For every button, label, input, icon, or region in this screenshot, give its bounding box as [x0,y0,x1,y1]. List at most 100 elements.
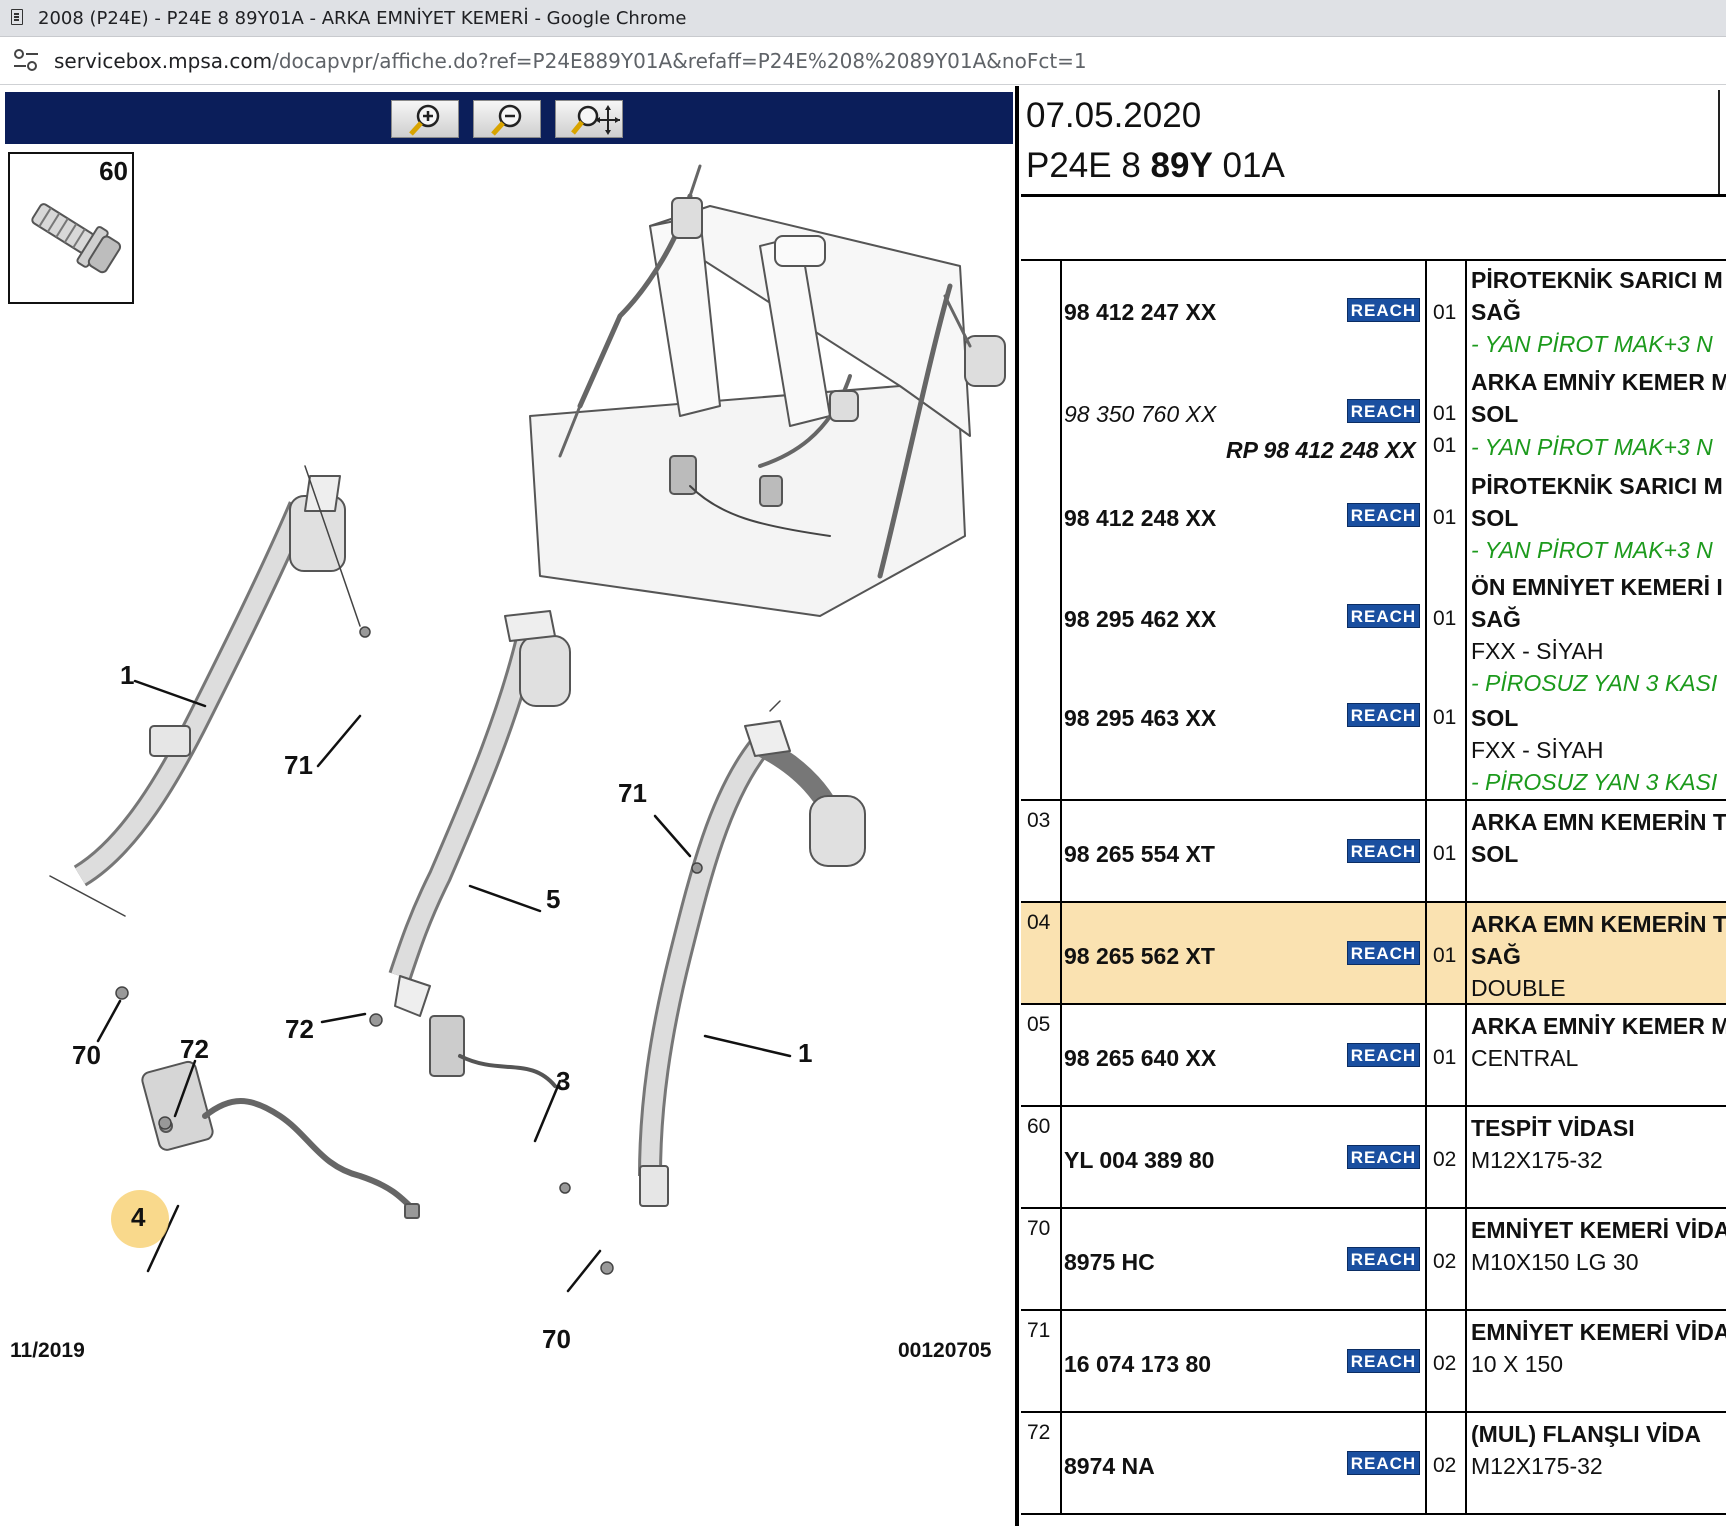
table-row[interactable]: 03 98 265 554 XT REACH 01 ARKA EMN KEMER… [1021,801,1726,903]
part-description-side: SOL [1471,505,1519,531]
part-description-side: SAĞ [1471,943,1521,969]
part-number[interactable]: 98 265 640 XX [1064,1045,1217,1071]
diagram-code: 00120705 [898,1339,992,1362]
part-number[interactable]: 98 412 248 XX [1064,505,1217,531]
catalog-reference: P24E 8 89Y 01A [1026,146,1285,185]
part-description-side: SOL [1471,841,1519,867]
quantity: 02 [1433,1250,1457,1273]
table-row[interactable]: 70 8975 HC REACH 02 EMNİYET KEMERİ VİDA … [1021,1209,1726,1311]
part-number[interactable]: 98 412 247 XX [1064,299,1217,325]
rear-seat-illustration [529,164,1006,617]
callout-1-right[interactable]: 1 [798,1038,813,1068]
callout-3[interactable]: 3 [556,1066,571,1096]
pane-divider[interactable] [1015,86,1019,1526]
bolt-icon [31,203,122,274]
zoom-toolbar [5,92,1013,144]
ref-number: 71 [1027,1319,1051,1342]
zoom-out-button[interactable] [473,100,541,138]
callout-70-right[interactable]: 70 [542,1324,571,1354]
reach-badge: REACH [1347,399,1420,423]
reach-badge: REACH [1347,1247,1420,1271]
bolts [115,626,703,1275]
seatbelt-1-left [49,465,361,917]
quantity: 01 [1433,607,1457,630]
ref-number: 60 [1027,1115,1051,1138]
zoom-in-button[interactable] [391,100,459,138]
part-spec: M12X175-32 [1471,1147,1603,1173]
callout-71-right[interactable]: 71 [618,778,647,808]
callout-72-left[interactable]: 72 [180,1034,209,1064]
part-number[interactable]: 98 265 554 XT [1064,841,1215,867]
quantity: 01 [1433,301,1457,324]
callout-4[interactable]: 4 [131,1202,146,1232]
ref-number: 04 [1027,911,1051,934]
ref-number: 70 [1027,1217,1051,1240]
quantity: 01 [1433,706,1457,729]
part-note: - PİROSUZ YAN 3 KASI [1471,670,1718,696]
catalog-date: 07.05.2020 [1026,96,1202,135]
zoom-out-icon [491,104,522,136]
subheader-rule [1021,259,1726,261]
quantity: 01 [1433,944,1457,967]
part-note: - YAN PİROT MAK+3 N [1471,331,1713,357]
url-text[interactable]: servicebox.mpsa.com/docapvpr/affiche.do?… [54,49,1087,73]
part-color: FXX - SİYAH [1471,737,1604,763]
window-title: 2008 (P24E) - P24E 8 89Y01A - ARKA EMNİY… [38,8,687,29]
ref-number: 72 [1027,1421,1051,1444]
address-bar[interactable]: servicebox.mpsa.com/docapvpr/affiche.do?… [0,37,1726,85]
callout-1-left[interactable]: 1 [120,660,135,690]
replacement-part-number[interactable]: RP 98 412 248 XX [1226,437,1416,463]
part-number[interactable]: 98 265 562 XT [1064,943,1215,969]
callout-70-left[interactable]: 70 [72,1040,101,1070]
part-description-side: SAĞ [1471,606,1521,632]
callout-72-center[interactable]: 72 [285,1014,314,1044]
quantity: 01 [1433,1046,1457,1069]
part-description: ARKA EMNİY KEMER M [1471,369,1726,395]
part-description: PİROTEKNİK SARICI M [1471,267,1723,293]
window-titlebar: 2008 (P24E) - P24E 8 89Y01A - ARKA EMNİY… [0,0,1726,37]
part-variant: DOUBLE [1471,975,1566,1001]
part-description: PİROTEKNİK SARICI M [1471,473,1723,499]
reach-badge: REACH [1347,1451,1420,1475]
seatbelt-5-center [388,610,571,1088]
parts-list-pane: 07.05.2020 P24E 8 89Y 01A 98 412 247 XX … [1019,86,1726,1536]
ref-number: 03 [1027,809,1051,832]
table-row-selected[interactable]: 04 98 265 562 XT REACH 01 ARKA EMN KEMER… [1021,903,1726,1005]
parts-table: 98 412 247 XX REACH 01 PİROTEKNİK SARICI… [1021,259,1726,1515]
part-number[interactable]: 98 295 463 XX [1064,705,1217,731]
part-description: EMNİYET KEMERİ VİDA [1471,1319,1726,1345]
zoom-pan-button[interactable] [555,100,623,138]
callout-71-left[interactable]: 71 [284,750,313,780]
part-color: FXX - SİYAH [1471,638,1604,664]
table-row[interactable]: 05 98 265 640 XX REACH 01 ARKA EMNİY KEM… [1021,1005,1726,1107]
reach-badge: REACH [1347,1145,1420,1169]
table-row[interactable]: 72 8974 NA REACH 02 (MUL) FLANŞLI VİDA M… [1021,1413,1726,1515]
part-number[interactable]: 8975 HC [1064,1249,1155,1275]
quantity: 02 [1433,1148,1457,1171]
part-number[interactable]: 98 295 462 XX [1064,606,1217,632]
part-number[interactable]: YL 004 389 80 [1064,1147,1215,1173]
part-number[interactable]: 98 350 760 XX [1064,401,1217,427]
table-row-group: 98 412 247 XX REACH 01 PİROTEKNİK SARICI… [1021,259,1726,801]
part-spec: M10X150 LG 30 [1471,1249,1639,1275]
part-description-side: SOL [1471,705,1519,731]
quantity: 01 [1433,506,1457,529]
bolt-thumbnail[interactable]: 60 [8,152,134,304]
reach-badge: REACH [1347,298,1420,322]
part-number[interactable]: 16 074 173 80 [1064,1351,1212,1377]
callout-leader-lines [96,679,792,1293]
table-row[interactable]: 71 16 074 173 80 REACH 02 EMNİYET KEMERİ… [1021,1311,1726,1413]
document-icon [11,9,23,25]
zoom-in-icon [409,104,440,136]
seatbelt-1-right [638,700,866,1207]
part-number[interactable]: 8974 NA [1064,1453,1155,1479]
quantity: 01 [1433,434,1457,457]
zoom-pan-icon [571,105,620,135]
table-row[interactable]: 60 YL 004 389 80 REACH 02 TESPİT VİDASI … [1021,1107,1726,1209]
quantity: 01 [1433,402,1457,425]
part-description: ARKA EMN KEMERİN T [1471,809,1726,835]
callout-5[interactable]: 5 [546,884,561,914]
site-settings-icon[interactable] [12,47,40,73]
part-note: - YAN PİROT MAK+3 N [1471,537,1713,563]
reach-badge: REACH [1347,604,1420,628]
